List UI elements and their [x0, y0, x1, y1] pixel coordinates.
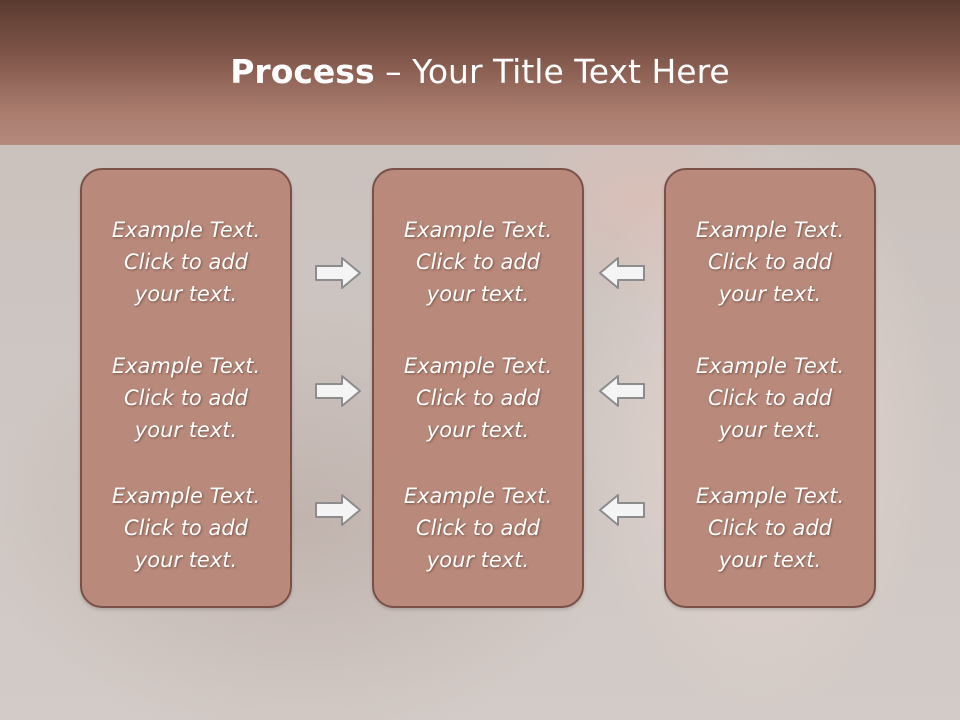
process-box-middle[interactable]: Example Text. Click to add your text. Ex…: [372, 168, 584, 608]
text-line: your text.: [718, 282, 822, 306]
text-line: Click to add: [415, 250, 540, 274]
arrow-left-icon[interactable]: [598, 373, 646, 409]
text-line: Example Text.: [403, 354, 553, 378]
process-box-right[interactable]: Example Text. Click to add your text. Ex…: [664, 168, 876, 608]
text-line: Click to add: [415, 516, 540, 540]
text-line: Example Text.: [695, 354, 845, 378]
text-line: Click to add: [415, 386, 540, 410]
arrow-left-icon[interactable]: [598, 492, 646, 528]
text-line: Example Text.: [695, 484, 845, 508]
text-line: Click to add: [707, 386, 832, 410]
text-line: Example Text.: [111, 484, 261, 508]
text-line: Click to add: [123, 516, 248, 540]
process-box-left[interactable]: Example Text. Click to add your text. Ex…: [80, 168, 292, 608]
text-placeholder[interactable]: Example Text. Click to add your text.: [666, 214, 874, 310]
title-bold: Process: [230, 52, 375, 91]
text-placeholder[interactable]: Example Text. Click to add your text.: [374, 480, 582, 576]
text-line: Example Text.: [111, 218, 261, 242]
title-bar: Process – Your Title Text Here: [0, 0, 960, 145]
text-line: your text.: [134, 418, 238, 442]
arrow-right-icon[interactable]: [314, 492, 362, 528]
title-text: Your Title Text Here: [412, 52, 730, 91]
text-line: your text.: [426, 282, 530, 306]
text-line: Click to add: [707, 250, 832, 274]
arrow-right-icon[interactable]: [314, 373, 362, 409]
text-placeholder[interactable]: Example Text. Click to add your text.: [82, 214, 290, 310]
text-line: your text.: [426, 418, 530, 442]
text-line: Example Text.: [403, 218, 553, 242]
text-line: Example Text.: [111, 354, 261, 378]
text-placeholder[interactable]: Example Text. Click to add your text.: [666, 480, 874, 576]
arrow-left-icon[interactable]: [598, 255, 646, 291]
text-line: Click to add: [123, 386, 248, 410]
text-placeholder[interactable]: Example Text. Click to add your text.: [82, 350, 290, 446]
text-placeholder[interactable]: Example Text. Click to add your text.: [82, 480, 290, 576]
text-placeholder[interactable]: Example Text. Click to add your text.: [374, 350, 582, 446]
text-line: your text.: [134, 548, 238, 572]
title-separator: –: [385, 52, 402, 91]
slide-title[interactable]: Process – Your Title Text Here: [0, 52, 960, 91]
text-line: Click to add: [123, 250, 248, 274]
text-line: Click to add: [707, 516, 832, 540]
text-line: Example Text.: [695, 218, 845, 242]
text-line: your text.: [134, 282, 238, 306]
text-line: your text.: [718, 418, 822, 442]
text-line: your text.: [718, 548, 822, 572]
text-placeholder[interactable]: Example Text. Click to add your text.: [374, 214, 582, 310]
text-placeholder[interactable]: Example Text. Click to add your text.: [666, 350, 874, 446]
text-line: Example Text.: [403, 484, 553, 508]
arrow-right-icon[interactable]: [314, 255, 362, 291]
text-line: your text.: [426, 548, 530, 572]
